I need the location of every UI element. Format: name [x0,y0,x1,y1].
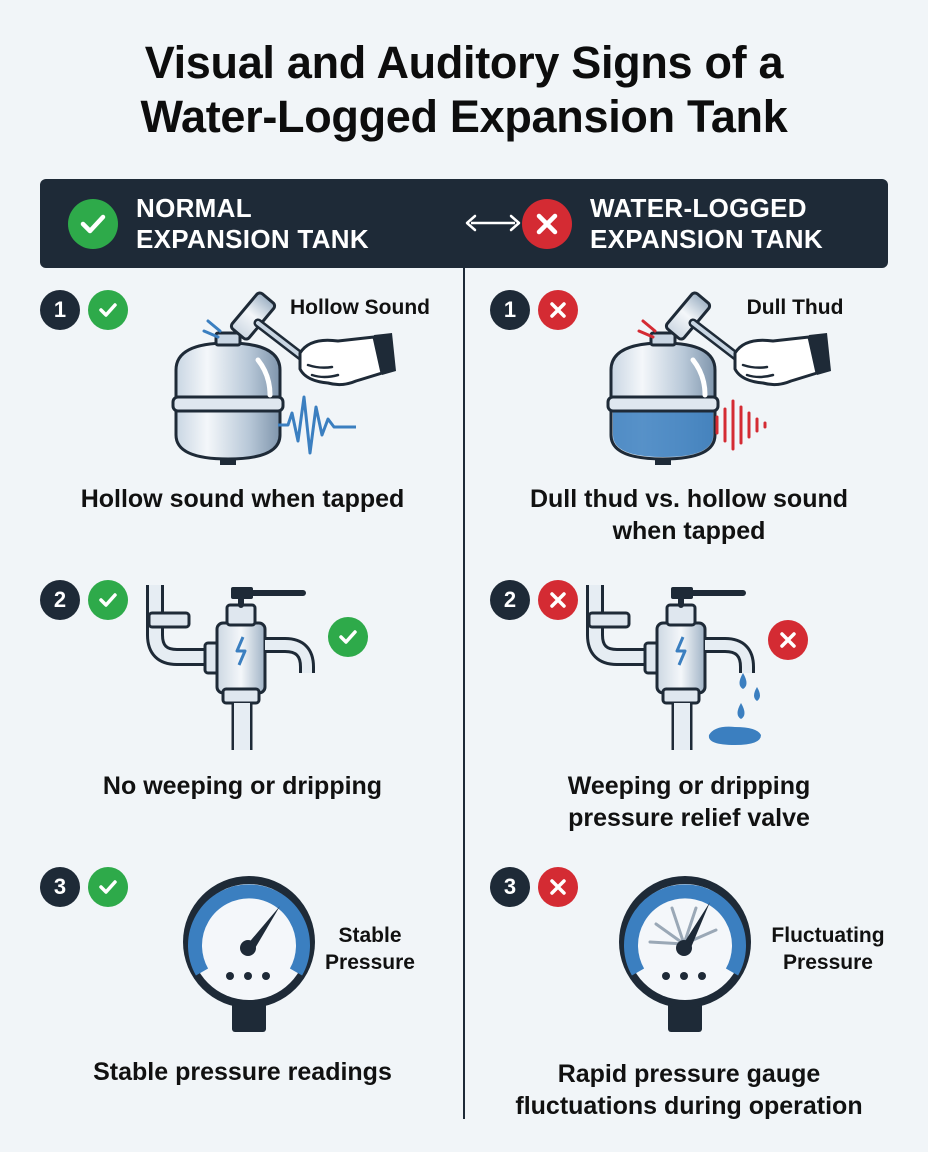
step-number: 1 [490,290,530,330]
waterlogged-step-3-caption: Rapid pressure gauge fluctuations during… [475,1058,903,1122]
header-normal-line-2: EXPANSION TANK [136,223,369,254]
caption-line-1: Stable pressure readings [93,1058,392,1086]
x-icon [538,580,578,620]
waterlogged-step-2-caption: Weeping or dripping pressure relief valv… [475,770,903,834]
normal-step-1-caption: Hollow sound when tapped [40,483,445,515]
illustration-label: Stable Pressure [310,922,430,976]
caption-line-2: pressure relief valve [568,804,810,832]
relief-valve-dry-illustration [146,585,315,750]
check-icon [88,867,128,907]
x-icon [522,198,572,249]
stable-gauge-illustration [183,876,315,1032]
check-icon [328,617,368,657]
tank-tap-dull-illustration [606,291,831,465]
normal-step-1-badges: 1 [40,290,128,330]
x-icon [538,290,578,330]
caption-line-1: Weeping or dripping [567,772,811,800]
illustration-label: Dull Thud [746,296,844,319]
fluctuating-gauge-illustration [619,876,751,1032]
label-line-2: Pressure [325,951,415,974]
x-icon [768,620,808,660]
check-icon [88,290,128,330]
waterlogged-step-2-badges: 2 [490,580,578,620]
title-line-2: Water-Logged Expansion Tank [140,91,788,142]
header-waterlogged-line-2: EXPANSION TANK [590,223,823,254]
step-number: 2 [490,580,530,620]
double-arrow-icon [465,214,521,232]
relief-valve-leaking-illustration [586,585,761,750]
check-icon [88,580,128,620]
normal-step-3-badges: 3 [40,867,128,907]
page-title: Visual and Auditory Signs of a Water-Log… [0,36,928,144]
header-waterlogged-line-1: WATER-LOGGED [590,192,807,223]
waterlogged-step-3-badges: 3 [490,867,578,907]
check-icon [68,198,118,249]
caption-line-2: when tapped [612,517,766,545]
illustration-label: Fluctuating Pressure [758,922,898,976]
title-line-1: Visual and Auditory Signs of a [144,37,784,88]
caption-line-1: Dull thud vs. hollow sound [529,485,849,513]
caption-line-1: Rapid pressure gauge [557,1060,821,1088]
step-number: 1 [40,290,80,330]
normal-step-2-caption: No weeping or dripping [40,770,445,802]
caption-line-1: Hollow sound when tapped [80,485,405,513]
column-divider [463,179,465,1119]
waterlogged-step-1-caption: Dull thud vs. hollow sound when tapped [475,483,903,547]
header-normal-line-1: NORMAL [136,192,252,223]
illustration-label: Hollow Sound [290,296,430,319]
waterlogged-step-1-badges: 1 [490,290,578,330]
normal-step-2-badges: 2 [40,580,128,620]
label-line-1: Stable [338,924,402,947]
caption-line-2: fluctuations during operation [515,1092,863,1120]
x-icon [538,867,578,907]
tank-tap-hollow-illustration [171,291,396,465]
label-line-1: Fluctuating [771,924,885,947]
caption-line-1: No weeping or dripping [102,772,383,800]
normal-step-3-caption: Stable pressure readings [40,1056,445,1088]
step-number: 3 [490,867,530,907]
header-normal: NORMAL EXPANSION TANK [68,179,369,268]
step-number: 3 [40,867,80,907]
header-waterlogged: WATER-LOGGED EXPANSION TANK [522,179,823,268]
label-line-2: Pressure [783,951,873,974]
step-number: 2 [40,580,80,620]
